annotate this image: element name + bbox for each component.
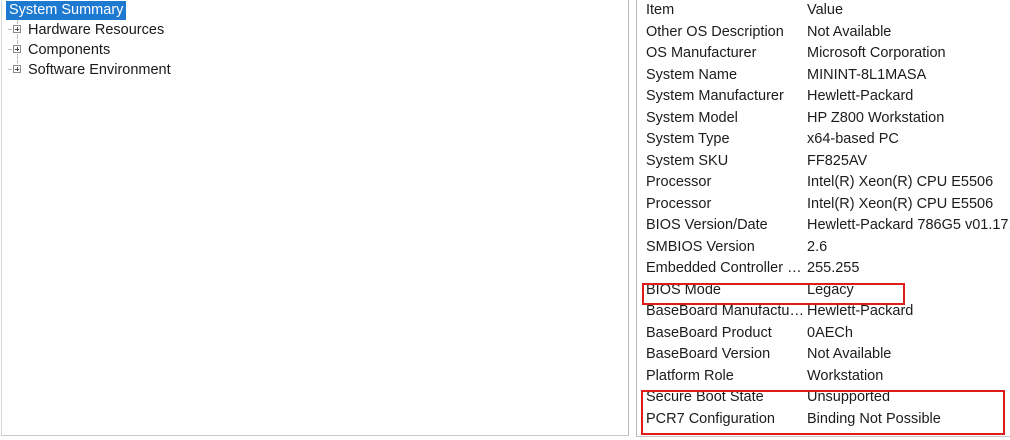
expand-plus-icon[interactable] [8,20,23,39]
list-row-value: Not Available [807,346,892,362]
list-row-item: BaseBoard Product [646,324,772,341]
list-header-row: Item Value [637,0,1010,22]
list-row-item: Other OS Description [646,23,784,40]
list-row[interactable]: System Model HP Z800 Workstation [637,108,1010,130]
tree-item-label: Components [28,42,111,58]
list-row-value: Not Available [807,23,892,40]
list-row-value: Hewlett-Packard 786G5 v01.17, 8/ [807,217,1010,233]
list-row-value: Intel(R) Xeon(R) CPU E5506 [807,195,994,212]
tree-item-system-summary[interactable]: System Summary [2,0,628,20]
list-row[interactable]: Embedded Controller V...255.255 [637,258,1010,280]
list-row[interactable]: BaseBoard Product 0AECh [637,323,1010,345]
list-row[interactable]: System SKU FF825AV [637,151,1010,173]
list-row[interactable]: Processor Intel(R) Xeon(R) CPU E5506 [637,172,1010,194]
list-row-value: x64-based PC [807,131,899,147]
list-row[interactable]: BIOS Version/Date Hewlett-Packard 786G5 v… [637,215,1010,237]
list-row[interactable]: System Name MININT-8L1MASA [637,65,1010,87]
list-row-value: Unsupported [807,389,891,405]
list-row-item: System Manufacturer [646,88,784,104]
list-row[interactable]: System Manufacturer Hewlett-Packard [637,86,1010,108]
list-row[interactable]: BIOS Mode Legacy [637,280,1010,302]
list-row-item: BIOS Version/Date [646,217,768,233]
list-row-value: Hewlett-Packard [807,88,914,104]
list-row-value: Hewlett-Packard [807,303,914,319]
list-row[interactable]: SMBIOS Version 2.6 [637,237,1010,259]
list-row-value: Workstation [807,367,884,384]
list-row-item: System Name [646,66,738,83]
list-row[interactable]: Platform Role Workstation [637,366,1010,388]
list-row[interactable]: System Type x64-based PC [637,129,1010,151]
tree-item-hardware-resources[interactable]: Hardware Resources [2,20,628,40]
list-row[interactable]: BaseBoard Version Not Available [637,344,1010,366]
list-row-item: PCR7 Configuration [646,410,775,427]
list-row-item: Embedded Controller V... [646,260,806,276]
list-row-value: MININT-8L1MASA [807,66,927,83]
list-row-item: OS Manufacturer [646,45,757,61]
list-row-item: BaseBoard Version [646,346,771,362]
list-row-item: System SKU [646,152,729,169]
list-row[interactable]: PCR7 Configuration Binding Not Possible [637,409,1010,431]
list-row-value: 0AECh [807,324,853,341]
list-row-item: System Model [646,109,738,126]
list-row-value: HP Z800 Workstation [807,109,945,126]
list-row-item: Processor [646,174,712,190]
list-row-value: FF825AV [807,152,868,169]
list-row-value: Legacy [807,281,854,298]
list-row-value: 2.6 [807,238,828,255]
list-row-value: Microsoft Corporation [807,45,946,61]
list-row-value: Intel(R) Xeon(R) CPU E5506 [807,174,994,190]
list-row-item: Secure Boot State [646,389,764,405]
tree-item-label: Software Environment [28,62,171,78]
list-row[interactable]: Other OS Description Not Available [637,22,1010,44]
expand-plus-icon[interactable] [8,40,23,59]
tree-item-components[interactable]: Components [2,40,628,60]
list-row-item: BaseBoard Manufacturer [646,303,806,319]
list-row-item: Processor [646,195,712,212]
list-row-value: 255.255 [807,260,860,276]
tree-item-label: Hardware Resources [28,22,165,38]
column-header-item: Item [646,2,675,18]
list-row-item: System Type [646,131,730,147]
tree-item-label: System Summary [6,1,127,20]
list-row-item: BIOS Mode [646,281,721,298]
list-row-item: SMBIOS Version [646,238,755,255]
list-row-value: Binding Not Possible [807,410,941,427]
tree-item-software-environment[interactable]: Software Environment [2,60,628,80]
list-row[interactable]: Processor Intel(R) Xeon(R) CPU E5506 [637,194,1010,216]
list-row[interactable]: OS Manufacturer Microsoft Corporation [637,43,1010,65]
list-row-item: Platform Role [646,367,734,384]
column-header-value: Value [807,2,844,18]
list-row[interactable]: Secure Boot State Unsupported [637,387,1010,409]
expand-plus-icon[interactable] [8,60,23,75]
